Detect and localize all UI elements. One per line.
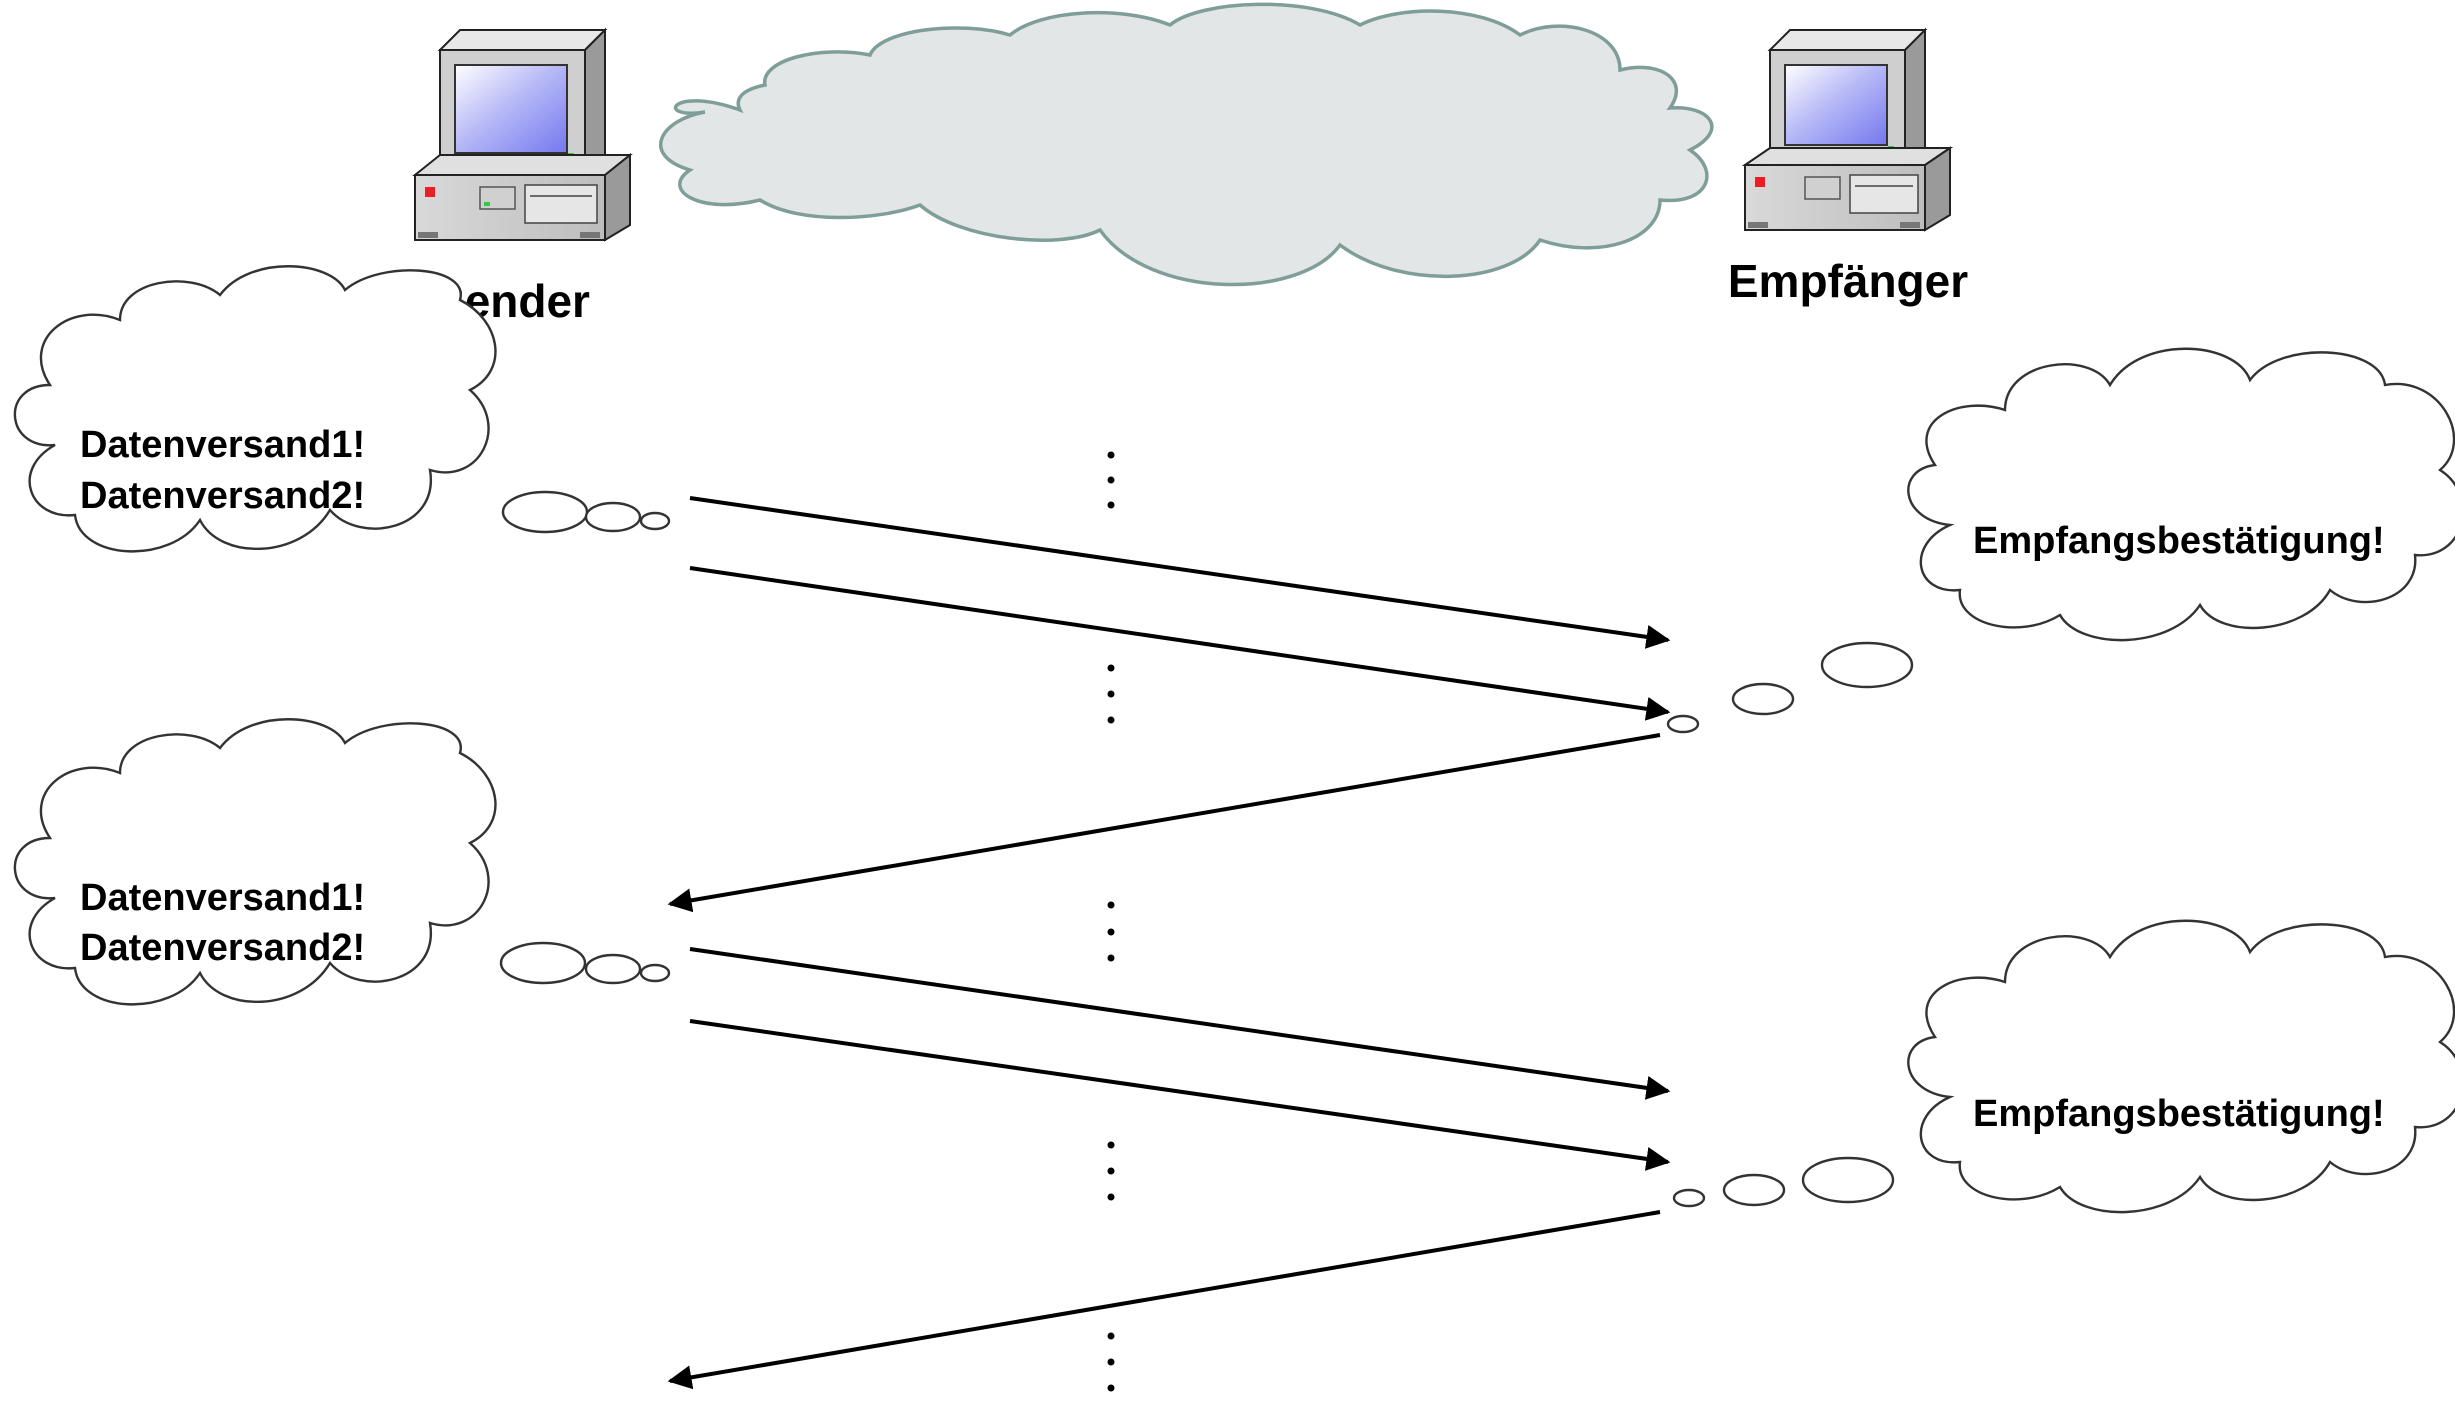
ellipsis-dots (1107, 1141, 1115, 1201)
sender-thought-line-2: Datenversand2! (80, 475, 365, 517)
sender-thought-cloud-1 (13, 265, 671, 553)
data-message-arrow (689, 566, 1671, 721)
sender-thought-cloud-2 (13, 718, 671, 1006)
ellipsis-dots (1107, 664, 1115, 724)
receiver-thought-cloud-2 (1672, 919, 2455, 1214)
sender-thought-line-2: Datenversand2! (80, 927, 365, 969)
ack-message-arrow (667, 1210, 1661, 1390)
data-message-arrow (689, 1019, 1671, 1171)
network-cloud-icon (658, 2, 1714, 287)
receiver-thought-cloud-1 (1666, 347, 2455, 734)
receiver-label: Empfänger (1728, 255, 1968, 307)
ellipsis-dots (1107, 901, 1115, 962)
sender-thought-line-1: Datenversand1! (80, 424, 365, 466)
data-message-arrow (689, 496, 1671, 649)
ellipsis-dots (1107, 1332, 1115, 1392)
ack-message-arrow (667, 733, 1661, 913)
ellipsis-dots (1107, 451, 1115, 509)
receiver-computer-icon (1741, 27, 1954, 232)
receiver-thought-text-1: Empfangsbestätigung! (1973, 520, 2385, 562)
receiver-thought-text-2: Empfangsbestätigung! (1973, 1093, 2385, 1135)
sender-computer-icon (412, 27, 633, 242)
sender-thought-line-1: Datenversand1! (80, 877, 365, 919)
data-message-arrow (689, 947, 1671, 1100)
